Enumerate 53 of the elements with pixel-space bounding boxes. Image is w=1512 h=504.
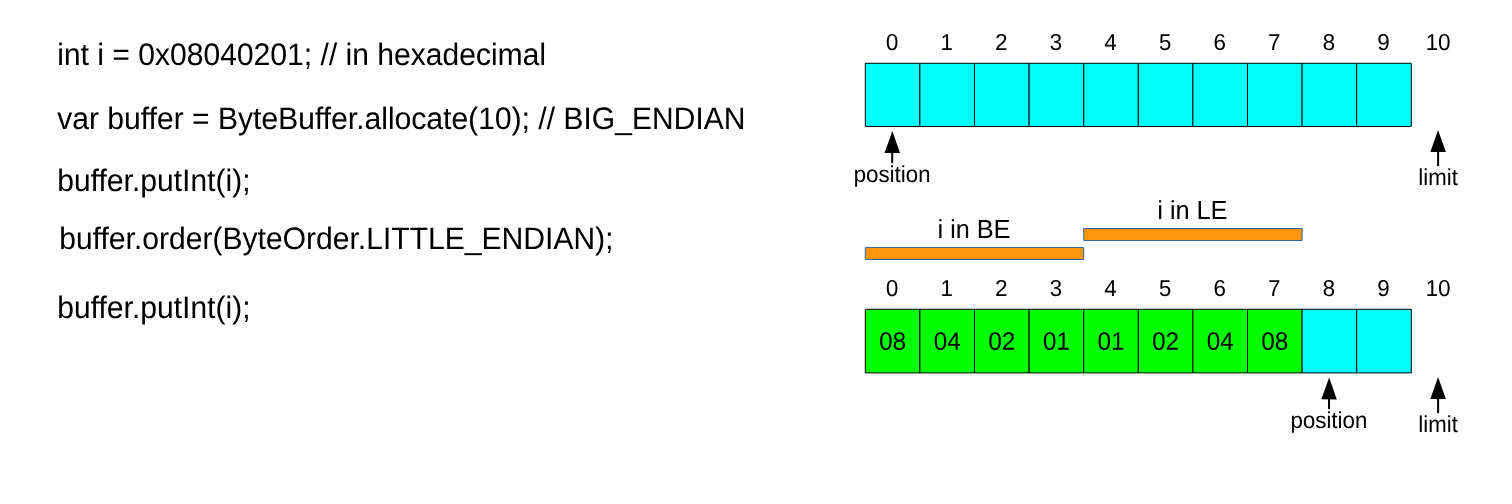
byte-cell: 01 xyxy=(1083,308,1139,374)
byte-cell xyxy=(1301,62,1358,127)
index-number: 9 xyxy=(1378,33,1389,51)
byte-cell: 02 xyxy=(1137,308,1194,374)
index-number: 1 xyxy=(942,34,952,50)
byte-cell xyxy=(1247,62,1303,127)
range-label: i in BE xyxy=(939,219,1010,238)
byte-cell xyxy=(919,62,975,127)
index-number: 7 xyxy=(1269,280,1280,296)
index-number: 0 xyxy=(886,33,898,51)
byte-cell: 08 xyxy=(864,308,921,374)
code-line: var buffer = ByteBuffer.allocate(10); // BIG_ENDIAN xyxy=(57,106,744,136)
byte-cell: 04 xyxy=(919,308,975,374)
pointer-label: limit xyxy=(1419,415,1458,433)
index-number: 3 xyxy=(1050,33,1062,51)
range-label: i in LE xyxy=(1159,200,1227,219)
byte-cell: 01 xyxy=(1028,308,1085,374)
byte-cell xyxy=(1028,62,1085,127)
pointer-label: limit xyxy=(1419,168,1458,186)
index-number: 6 xyxy=(1214,279,1225,297)
index-number: 8 xyxy=(1323,279,1335,297)
code-line: int i = 0x08040201; // in hexadecimal xyxy=(59,42,545,69)
index-number: 8 xyxy=(1323,33,1335,51)
byte-cell xyxy=(864,62,921,127)
index-number: 5 xyxy=(1159,280,1171,297)
index-number: 4 xyxy=(1104,280,1117,296)
byte-cell xyxy=(1137,62,1194,127)
byte-cell xyxy=(1192,62,1248,127)
byte-cell: 04 xyxy=(1192,308,1248,374)
byte-cell xyxy=(1356,62,1412,127)
byte-cell xyxy=(1356,308,1412,374)
byte-cell: 02 xyxy=(974,308,1030,374)
index-number: 5 xyxy=(1159,34,1171,51)
pointer-label: position xyxy=(855,165,930,187)
code-line: buffer.putInt(i); xyxy=(59,295,248,325)
index-number: 2 xyxy=(996,279,1007,296)
code-line: buffer.order(ByteOrder.LITTLE_ENDIAN); xyxy=(61,226,611,256)
code-line: buffer.putInt(i); xyxy=(59,168,248,198)
pointer-label: position xyxy=(1291,411,1366,433)
index-number: 2 xyxy=(996,33,1007,50)
index-number: 9 xyxy=(1378,279,1389,297)
byte-cell xyxy=(1301,308,1358,374)
byte-cell: 08 xyxy=(1247,308,1303,374)
byte-cell xyxy=(974,62,1030,127)
index-number: 10 xyxy=(1427,279,1450,297)
byte-cell xyxy=(1083,62,1139,127)
index-number: 3 xyxy=(1050,279,1062,297)
index-number: 1 xyxy=(942,280,952,296)
index-number: 0 xyxy=(886,279,898,297)
index-number: 4 xyxy=(1104,34,1117,50)
index-number: 7 xyxy=(1269,34,1280,50)
index-number: 10 xyxy=(1427,33,1450,51)
index-number: 6 xyxy=(1214,33,1225,51)
